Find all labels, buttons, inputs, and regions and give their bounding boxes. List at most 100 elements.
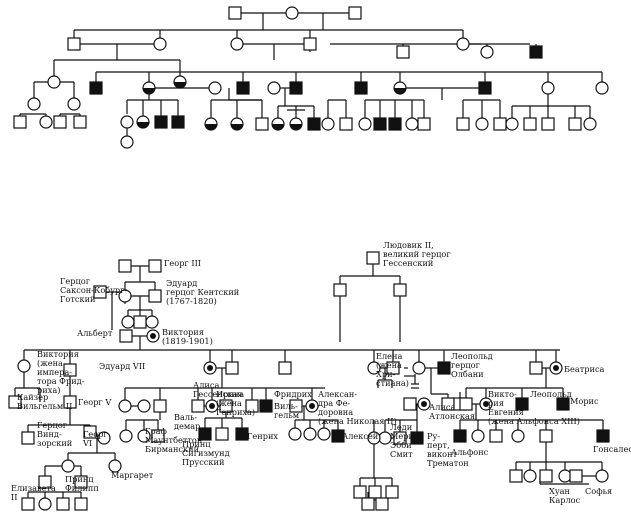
label-line: рия bbox=[488, 398, 504, 408]
carrier-dot bbox=[150, 333, 156, 339]
male-symbol bbox=[393, 431, 407, 445]
label-line: Виль- bbox=[274, 401, 298, 411]
male-symbol bbox=[13, 115, 27, 129]
label-line: Филипп bbox=[65, 483, 99, 493]
male-symbol bbox=[21, 497, 35, 511]
label-line: Гонсалес bbox=[593, 444, 631, 454]
label-line: Готский bbox=[60, 294, 96, 304]
male-symbol bbox=[493, 117, 507, 131]
label-wilhelm: Виль-гельм bbox=[274, 401, 300, 420]
label-edward7: Эдуард VII bbox=[99, 361, 145, 371]
label-line: Виктория bbox=[162, 327, 204, 337]
female-symbol bbox=[38, 497, 52, 511]
label-line: Саксон-Кобург- bbox=[60, 285, 128, 295]
label-line: Беатриса bbox=[564, 364, 605, 374]
label-line: Граф bbox=[145, 426, 168, 436]
male-symbol bbox=[541, 117, 555, 131]
male-symbol bbox=[148, 259, 162, 273]
label-line: Фридрих bbox=[274, 389, 312, 399]
male-symbol bbox=[361, 497, 375, 511]
female-symbol bbox=[120, 115, 134, 129]
female-symbol bbox=[121, 315, 135, 329]
female-symbol bbox=[505, 117, 519, 131]
male-symbol bbox=[303, 37, 317, 51]
female-symbol bbox=[267, 81, 281, 95]
label-line: Евгения bbox=[488, 407, 524, 417]
male-symbol bbox=[278, 361, 292, 375]
male-symbol bbox=[568, 117, 582, 131]
affected-male-symbol bbox=[388, 117, 402, 131]
affected-male-symbol bbox=[556, 397, 570, 411]
female-symbol bbox=[405, 117, 419, 131]
affected-male-symbol bbox=[236, 81, 250, 95]
male-symbol bbox=[93, 285, 107, 299]
label-line: демар bbox=[174, 421, 200, 431]
label-line: Алексан- bbox=[318, 389, 357, 399]
label-line: Вильгельм II bbox=[17, 401, 72, 411]
label-line: Кайзер bbox=[17, 392, 48, 402]
label-line: Георг III bbox=[164, 258, 201, 268]
female-symbol bbox=[61, 459, 75, 473]
label-maurice: Морис bbox=[570, 396, 599, 406]
female-symbol bbox=[558, 469, 572, 483]
affected-male-symbol bbox=[596, 429, 610, 443]
label-margaret: Маргарет bbox=[111, 470, 154, 480]
male-symbol bbox=[353, 485, 367, 499]
male-symbol bbox=[56, 497, 70, 511]
label-line: Маунтбеттон bbox=[145, 435, 203, 445]
label-line: Ру- bbox=[427, 431, 440, 441]
female-symbol bbox=[456, 37, 470, 51]
label-line: Валь- bbox=[174, 412, 198, 422]
label-line: Мери bbox=[390, 431, 414, 441]
female-symbol bbox=[67, 97, 81, 111]
male-symbol bbox=[386, 361, 400, 375]
male-symbol bbox=[74, 475, 88, 489]
label-victoria: Виктория(1819-1901) bbox=[162, 327, 213, 346]
female-symbol bbox=[285, 6, 299, 20]
male-symbol bbox=[74, 497, 88, 511]
label-line: Генрих bbox=[247, 431, 278, 441]
affected-male-symbol bbox=[154, 115, 168, 129]
male-symbol bbox=[509, 469, 523, 483]
label-leopold2: Леопольд bbox=[530, 389, 572, 399]
label-line: Карлос bbox=[549, 495, 581, 505]
label-line: Принц bbox=[182, 439, 211, 449]
female-symbol bbox=[119, 429, 133, 443]
label-line: Альфонс bbox=[451, 447, 489, 457]
label-line: Хри- bbox=[376, 369, 396, 379]
label-line: Георг bbox=[83, 429, 108, 439]
label-alexandra: Алексан-дра Фе-доровна(жена Николая II) bbox=[318, 389, 397, 426]
label-line: Бирманский bbox=[145, 444, 200, 454]
label-line: Сигизмунд bbox=[182, 448, 230, 458]
carrier-half-fill bbox=[290, 124, 302, 130]
affected-male-symbol bbox=[289, 81, 303, 95]
male-symbol bbox=[569, 469, 583, 483]
label-line: (жена Николая II) bbox=[318, 416, 397, 426]
male-symbol bbox=[38, 475, 52, 489]
male-symbol bbox=[403, 397, 417, 411]
female-symbol bbox=[208, 81, 222, 95]
label-waldemar: Валь-демар bbox=[174, 412, 200, 431]
male-symbol bbox=[191, 399, 205, 413]
label-line: Альберт bbox=[77, 328, 113, 338]
label-line: Хуан bbox=[549, 486, 571, 496]
label-line: Смит bbox=[390, 449, 413, 459]
label-line: VI bbox=[82, 438, 92, 448]
label-line: Герцог bbox=[60, 276, 90, 286]
male-symbol bbox=[368, 485, 382, 499]
female-symbol bbox=[367, 361, 381, 375]
affected-male-symbol bbox=[171, 115, 185, 129]
carrier-half-fill bbox=[137, 122, 149, 128]
carrier-half-fill bbox=[174, 82, 186, 88]
